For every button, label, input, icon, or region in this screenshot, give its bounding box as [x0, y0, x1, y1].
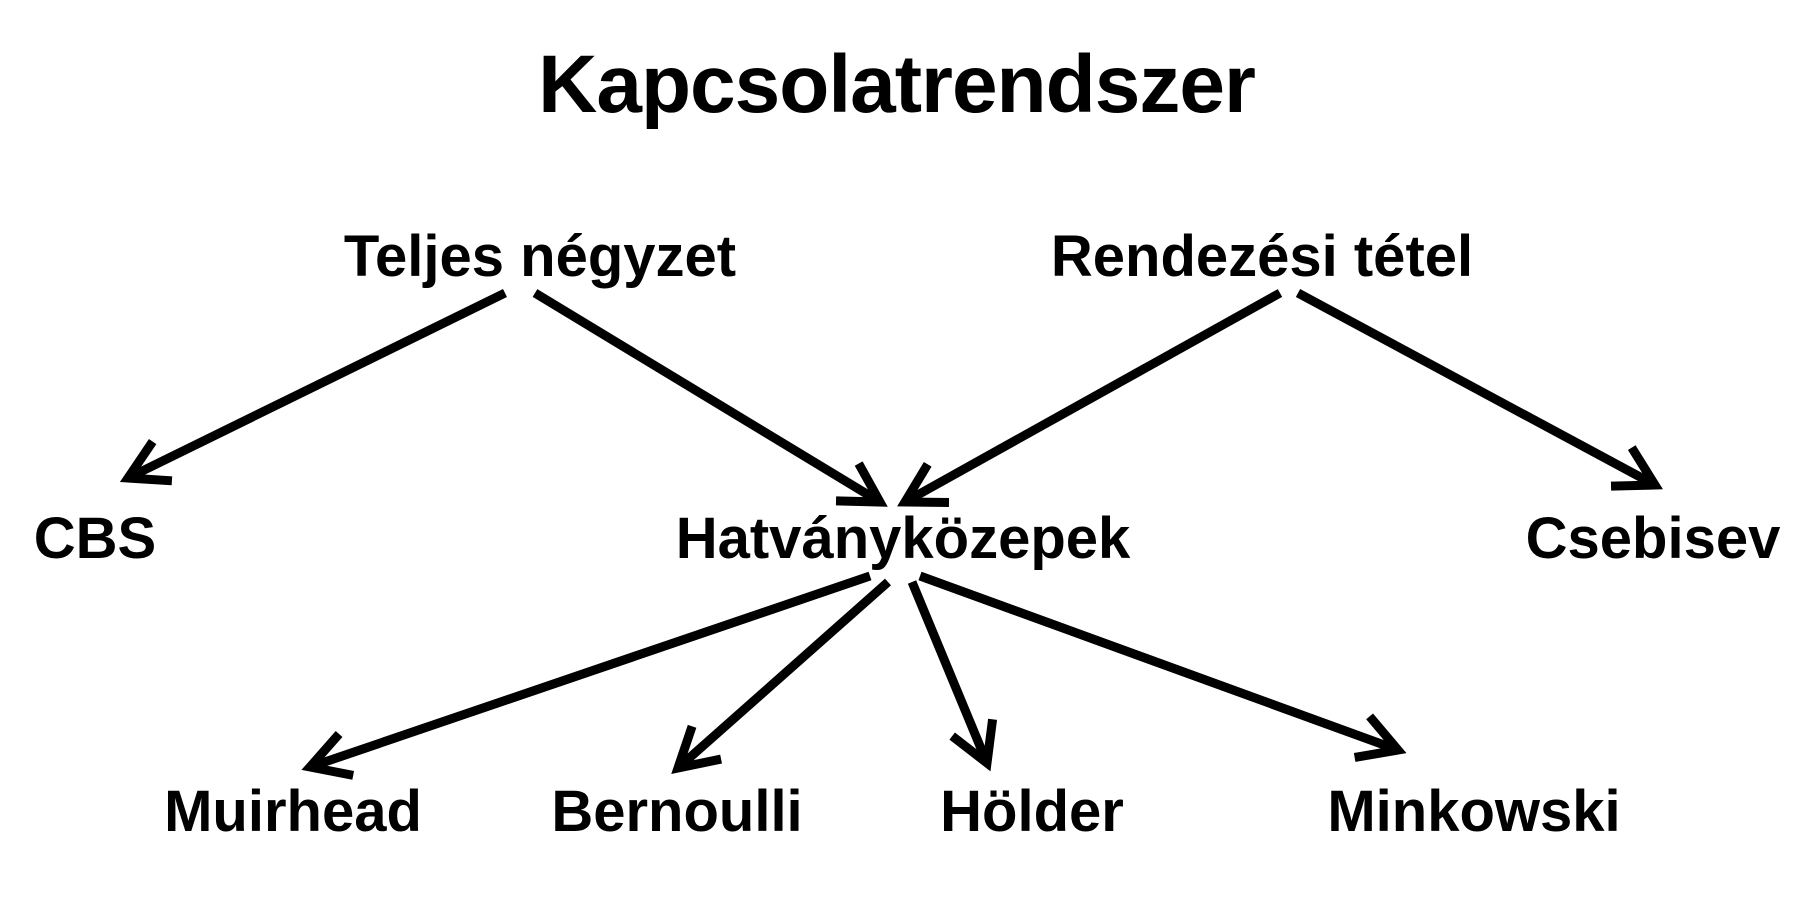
arrow-teljes-to-hatvany: [532, 289, 888, 507]
arrow-head: [835, 461, 888, 507]
node-hatvanykozepek: Hatványközepek: [675, 506, 1131, 571]
node-teljes-negyzet: Teljes négyzet: [343, 224, 737, 289]
node-holder: Hölder: [940, 779, 1124, 844]
arrow-head: [671, 724, 722, 775]
node-csebisev: Csebisev: [1525, 506, 1781, 571]
arrow-head: [1353, 713, 1407, 762]
node-bernoulli: Bernoulli: [551, 779, 803, 844]
arrow-hatvany-to-muirhead: [301, 571, 872, 780]
arrow-rendezesi-to-hatvany: [897, 289, 1283, 508]
arrow-teljes-to-cbs: [119, 288, 507, 486]
arrow-hatvany-to-minkowski: [918, 571, 1407, 762]
arrow-hatvany-to-holder: [907, 580, 998, 772]
arrow-shaft: [907, 580, 992, 765]
arrow-shaft: [308, 571, 872, 772]
node-rendezesi-tetel: Rendezési tétel: [1050, 224, 1474, 289]
arrow-shaft: [675, 578, 891, 772]
arrow-head: [949, 718, 998, 772]
node-cbs: CBS: [33, 506, 157, 571]
arrow-head: [897, 461, 950, 508]
arrow-shaft: [126, 288, 507, 483]
arrow-rendezesi-to-csebisev: [1295, 289, 1663, 491]
arrow-head: [119, 439, 173, 486]
node-muirhead: Muirhead: [164, 779, 422, 844]
arrow-shaft: [918, 571, 1400, 755]
arrow-shaft: [902, 289, 1283, 506]
arrow-shaft: [532, 289, 883, 506]
arrow-head: [301, 731, 355, 780]
arrow-hatvany-to-bernoulli: [671, 578, 891, 775]
node-minkowski: Minkowski: [1327, 779, 1621, 844]
diagram-title: Kapcsolatrendszer: [538, 39, 1256, 130]
arrow-shaft: [1295, 289, 1658, 489]
arrow-head: [1610, 445, 1663, 491]
